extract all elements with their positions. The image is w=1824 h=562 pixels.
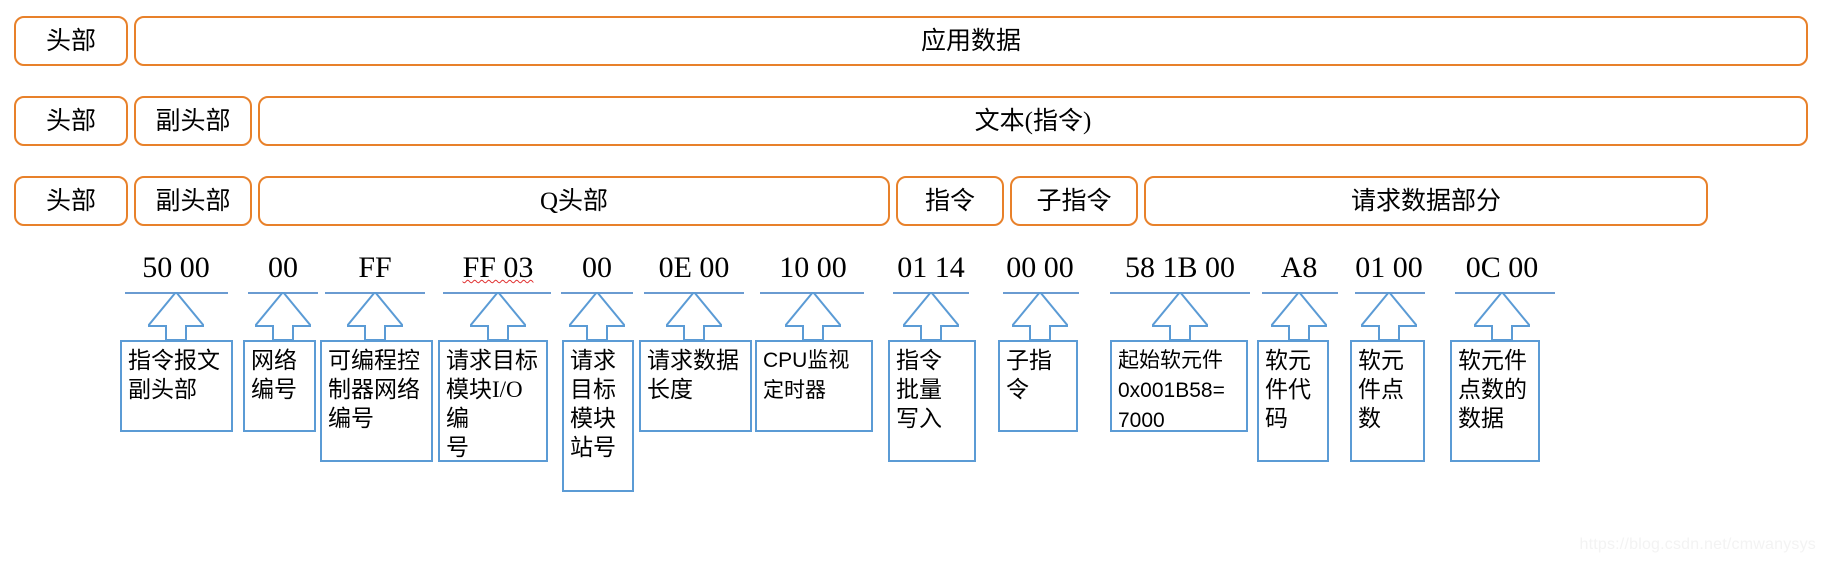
annotation-line: 站号 bbox=[570, 435, 616, 460]
annotation-box: 请求数据长度 bbox=[639, 340, 752, 432]
hex-byte-value: 50 00 bbox=[142, 251, 210, 284]
annotation-line: 写入 bbox=[896, 406, 942, 431]
hex-byte-value: 00 00 bbox=[1006, 251, 1074, 284]
annotation-line: 子指 bbox=[1006, 348, 1052, 373]
callout-arrow-up-icon bbox=[1152, 292, 1208, 340]
annotation-line: 副头部 bbox=[128, 377, 197, 402]
annotation-line: 件代 bbox=[1265, 377, 1311, 402]
hex-byte-value: 01 14 bbox=[897, 251, 965, 284]
annotation-line: 数据 bbox=[1458, 406, 1504, 431]
annotation-box: 软元件点数的数据 bbox=[1450, 340, 1540, 462]
annotation-line: 长度 bbox=[647, 377, 693, 402]
layer-segment: 头部 bbox=[14, 16, 128, 66]
annotation-line: 软元件 bbox=[1458, 348, 1527, 373]
protocol-layer-application: 头部应用数据 bbox=[14, 16, 1808, 66]
hex-byte-value: FF 03 bbox=[462, 251, 534, 284]
callout-arrow-up-icon bbox=[1012, 292, 1068, 340]
hex-byte-value: 10 00 bbox=[779, 251, 847, 284]
annotation-line: 令 bbox=[1006, 377, 1029, 402]
annotation-box: 可编程控制器网络编号 bbox=[320, 340, 433, 462]
annotation-line: 号 bbox=[446, 435, 469, 460]
hex-byte-value: FF bbox=[358, 251, 392, 284]
annotation-line: 制器网络 bbox=[328, 377, 420, 402]
annotation-line: CPU监视 bbox=[763, 349, 850, 372]
callout-arrow-up-icon bbox=[1361, 292, 1417, 340]
annotation-box: CPU监视定时器 bbox=[755, 340, 873, 432]
annotation-box: 子指令 bbox=[998, 340, 1078, 432]
callout-arrow-up-icon bbox=[666, 292, 722, 340]
annotation-line: 模块 bbox=[570, 406, 616, 431]
layer-segment: 指令 bbox=[896, 176, 1004, 226]
callout-arrow-up-icon bbox=[569, 292, 625, 340]
callout-arrow-up-icon bbox=[903, 292, 959, 340]
hex-byte-value: 0E 00 bbox=[658, 251, 730, 284]
annotation-line: 7000 bbox=[1118, 409, 1165, 432]
layer-segment: 应用数据 bbox=[134, 16, 1808, 66]
annotation-line: 软元 bbox=[1265, 348, 1311, 373]
annotation-line: 点数的 bbox=[1458, 377, 1527, 402]
layer-segment: 请求数据部分 bbox=[1144, 176, 1708, 226]
annotation-line: 件点 bbox=[1358, 377, 1404, 402]
annotation-line: 批量 bbox=[896, 377, 942, 402]
hex-byte-value: 00 bbox=[582, 251, 612, 284]
callout-arrow-up-icon bbox=[785, 292, 841, 340]
callout-arrow-up-icon bbox=[148, 292, 204, 340]
annotation-line: 目标 bbox=[570, 377, 616, 402]
annotation-line: 模块I/O编 bbox=[446, 377, 523, 431]
watermark: https://blog.csdn.net/cmwanysys bbox=[1579, 536, 1816, 553]
annotation-box: 网络编号 bbox=[243, 340, 316, 432]
protocol-layer-text: 头部副头部文本(指令) bbox=[14, 96, 1808, 146]
hex-byte-value: 00 bbox=[268, 251, 298, 284]
hex-byte-value: 58 1B 00 bbox=[1124, 251, 1235, 284]
annotation-line: 请求数据 bbox=[647, 348, 739, 373]
layer-segment: 头部 bbox=[14, 96, 128, 146]
callout-arrow-up-icon bbox=[347, 292, 403, 340]
annotation-line: 码 bbox=[1265, 406, 1288, 431]
annotation-line: 定时器 bbox=[763, 379, 826, 402]
annotation-line: 数 bbox=[1358, 406, 1381, 431]
callout-arrow-up-icon bbox=[255, 292, 311, 340]
annotation-line: 请求 bbox=[570, 348, 616, 373]
annotation-line: 指令 bbox=[896, 348, 942, 373]
hex-byte-value: A8 bbox=[1280, 251, 1318, 284]
annotation-line: 编号 bbox=[328, 406, 374, 431]
layer-segment: 副头部 bbox=[134, 96, 252, 146]
annotation-box: 指令批量写入 bbox=[888, 340, 976, 462]
annotation-line: 0x001B58= bbox=[1118, 379, 1225, 402]
annotation-box: 请求目标模块站号 bbox=[562, 340, 634, 492]
annotation-box: 指令报文副头部 bbox=[120, 340, 233, 432]
annotation-line: 编号 bbox=[251, 377, 297, 402]
hex-byte-value: 01 00 bbox=[1355, 251, 1423, 284]
annotation-box: 软元件点数 bbox=[1350, 340, 1425, 462]
annotation-line: 网络 bbox=[251, 348, 297, 373]
annotation-line: 请求目标 bbox=[446, 348, 538, 373]
callout-arrow-up-icon bbox=[1474, 292, 1530, 340]
hex-byte-value: 0C 00 bbox=[1465, 251, 1539, 284]
layer-segment: 子指令 bbox=[1010, 176, 1138, 226]
annotation-line: 可编程控 bbox=[328, 348, 420, 373]
layer-segment: Q头部 bbox=[258, 176, 890, 226]
hex-byte-row: 50 00 00 FF FF 03 00 0E 00 10 00 01 14 00 00 58 1… bbox=[0, 248, 1824, 298]
callout-arrow-up-icon bbox=[470, 292, 526, 340]
annotation-box: 请求目标模块I/O编号 bbox=[438, 340, 548, 462]
layer-segment: 头部 bbox=[14, 176, 128, 226]
layer-segment: 副头部 bbox=[134, 176, 252, 226]
annotation-line: 起始软元件 bbox=[1118, 349, 1223, 372]
annotation-box: 软元件代码 bbox=[1257, 340, 1329, 462]
callout-arrow-up-icon bbox=[1271, 292, 1327, 340]
annotation-box: 起始软元件 0x001B58= 7000 bbox=[1110, 340, 1248, 432]
annotation-line: 指令报文 bbox=[128, 348, 220, 373]
byte-rule bbox=[1455, 292, 1555, 294]
annotation-line: 软元 bbox=[1358, 348, 1404, 373]
layer-segment: 文本(指令) bbox=[258, 96, 1808, 146]
